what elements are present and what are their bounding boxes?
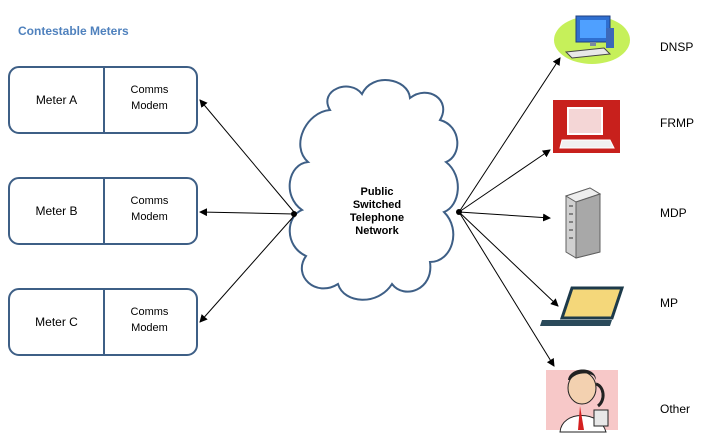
meter-a-box: Meter A Comms Modem xyxy=(8,66,198,134)
pstn-line-1: Public xyxy=(360,186,394,198)
meter-divider xyxy=(103,66,105,134)
meter-b-modem-label: Comms Modem xyxy=(103,193,196,225)
dest-label-mp: MP xyxy=(660,296,678,310)
arrow-other xyxy=(458,211,555,367)
meter-b-label: Meter B xyxy=(35,204,78,218)
meter-divider xyxy=(103,177,105,245)
arrow-frmp xyxy=(458,149,551,213)
dest-label-other: Other xyxy=(660,402,691,416)
right-junction-dot xyxy=(456,209,462,215)
modem-line-1: Comms xyxy=(130,84,169,96)
meter-c-label: Meter C xyxy=(35,315,78,329)
arrow-meter-b xyxy=(199,208,295,217)
pstn-label: Public Switched Telephone Network xyxy=(318,186,436,238)
arrow-meter-c xyxy=(199,215,295,323)
meter-divider xyxy=(103,288,105,356)
arrow-dnsp xyxy=(458,57,561,213)
laptop-icon xyxy=(553,100,620,153)
server-tower-icon xyxy=(564,187,602,259)
meter-c-box: Meter C Comms Modem xyxy=(8,288,198,356)
left-junction-dot xyxy=(291,211,297,217)
modem-line-2: Modem xyxy=(131,211,168,223)
diagram-title: Contestable Meters xyxy=(18,24,129,38)
modem-line-2: Modem xyxy=(131,322,168,334)
arrow-meter-a xyxy=(199,99,295,213)
laptop-icon xyxy=(540,286,625,326)
arrow-mdp xyxy=(458,211,551,222)
meter-b-box: Meter B Comms Modem xyxy=(8,177,198,245)
pstn-line-2: Switched xyxy=(352,199,402,211)
meter-c-modem-label: Comms Modem xyxy=(103,304,196,336)
pstn-cloud xyxy=(288,79,459,301)
pstn-line-3: Telephone xyxy=(349,212,405,224)
modem-line-2: Modem xyxy=(131,100,168,112)
arrow-mp xyxy=(458,211,559,307)
modem-line-1: Comms xyxy=(130,195,169,207)
modem-line-1: Comms xyxy=(130,306,169,318)
meter-a-modem-label: Comms Modem xyxy=(103,82,196,114)
dest-label-mdp: MDP xyxy=(660,206,687,220)
meter-a-label: Meter A xyxy=(35,93,78,107)
desktop-computer-icon xyxy=(554,15,630,64)
pstn-line-4: Network xyxy=(355,225,399,237)
person-on-phone-icon xyxy=(546,369,618,433)
dest-label-frmp: FRMP xyxy=(660,116,694,130)
dest-label-dnsp: DNSP xyxy=(660,40,694,54)
